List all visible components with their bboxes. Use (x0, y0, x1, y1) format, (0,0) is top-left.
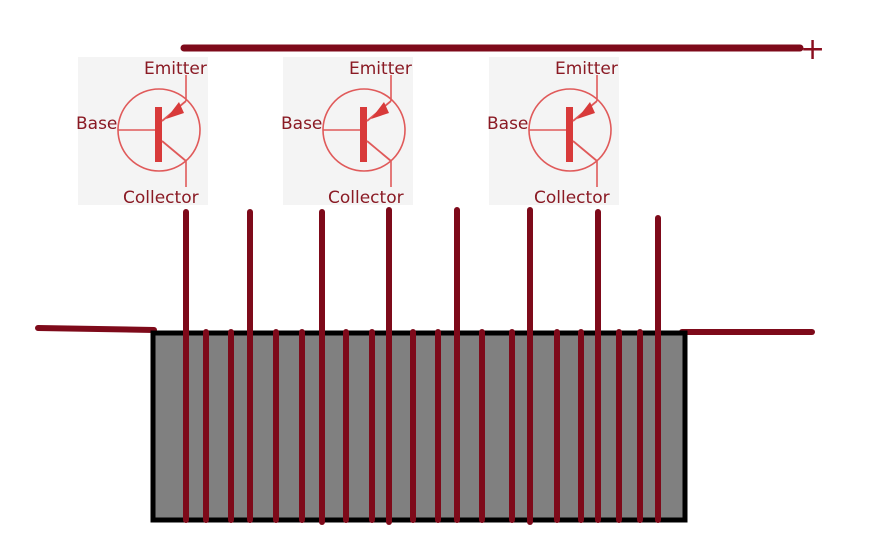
positive-terminal-label: + (800, 32, 825, 67)
base-bar (155, 107, 162, 162)
base-bar (360, 107, 367, 162)
base-bar (566, 107, 573, 162)
left-lead-wire (35, 325, 157, 333)
base-label: Base (487, 114, 528, 134)
collector-label: Collector (328, 188, 404, 208)
pnp-transistor-symbol-1: Emitter Base Collector (76, 57, 208, 208)
collector-label: Collector (534, 188, 610, 208)
pnp-transistor-symbol-2: Emitter Base Collector (281, 57, 413, 208)
collector-label: Collector (123, 188, 199, 208)
coil-windings (203, 329, 643, 523)
emitter-label: Emitter (349, 59, 412, 79)
emitter-label: Emitter (555, 59, 618, 79)
coil-taps (183, 207, 661, 525)
base-label: Base (76, 114, 117, 134)
emitter-label: Emitter (144, 59, 207, 79)
pnp-transistor-symbol-3: Emitter Base Collector (487, 57, 619, 208)
base-label: Base (281, 114, 322, 134)
